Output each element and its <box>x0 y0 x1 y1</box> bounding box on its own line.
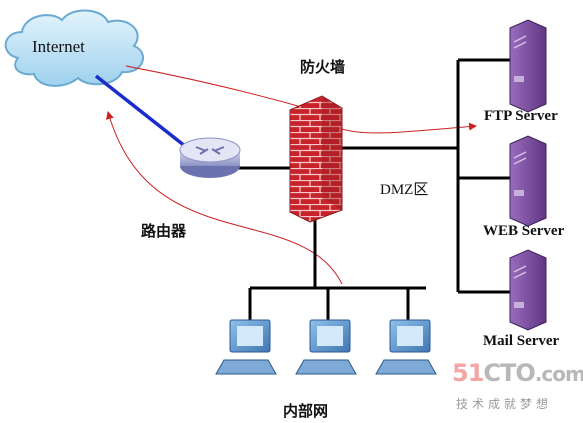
ftp-server-label: FTP Server <box>484 108 558 124</box>
lan-label: 内部网 <box>283 402 329 420</box>
pc-icon-1 <box>215 319 277 375</box>
internet-label: Internet <box>32 37 85 56</box>
router-icon <box>179 137 241 178</box>
watermark-slogan: 技术成就梦想 <box>456 397 553 411</box>
dmz-label: DMZ区 <box>380 182 429 198</box>
server-icon-web <box>509 135 547 227</box>
wires <box>238 58 510 320</box>
internet-router-link <box>94 74 192 152</box>
watermark-digits: 51 <box>452 359 484 387</box>
web-server-label: WEB Server <box>483 223 565 239</box>
pc-icon-3 <box>375 319 437 375</box>
router-label: 路由器 <box>141 222 187 240</box>
server-icon-ftp <box>509 19 547 113</box>
firewall-label: 防火墙 <box>300 58 346 76</box>
pc-icon-2 <box>295 319 357 375</box>
watermark-logo: 51CTO.com <box>452 359 583 387</box>
flow-arrow-outbound <box>106 111 343 285</box>
server-icon-mail <box>509 249 547 331</box>
cloud-icon <box>4 9 145 87</box>
watermark-suffix: .com <box>534 362 583 386</box>
mail-server-label: Mail Server <box>483 333 560 349</box>
watermark-name: CTO <box>483 359 535 387</box>
flow-arrow-inbound <box>125 65 313 111</box>
firewall-icon <box>289 95 343 223</box>
